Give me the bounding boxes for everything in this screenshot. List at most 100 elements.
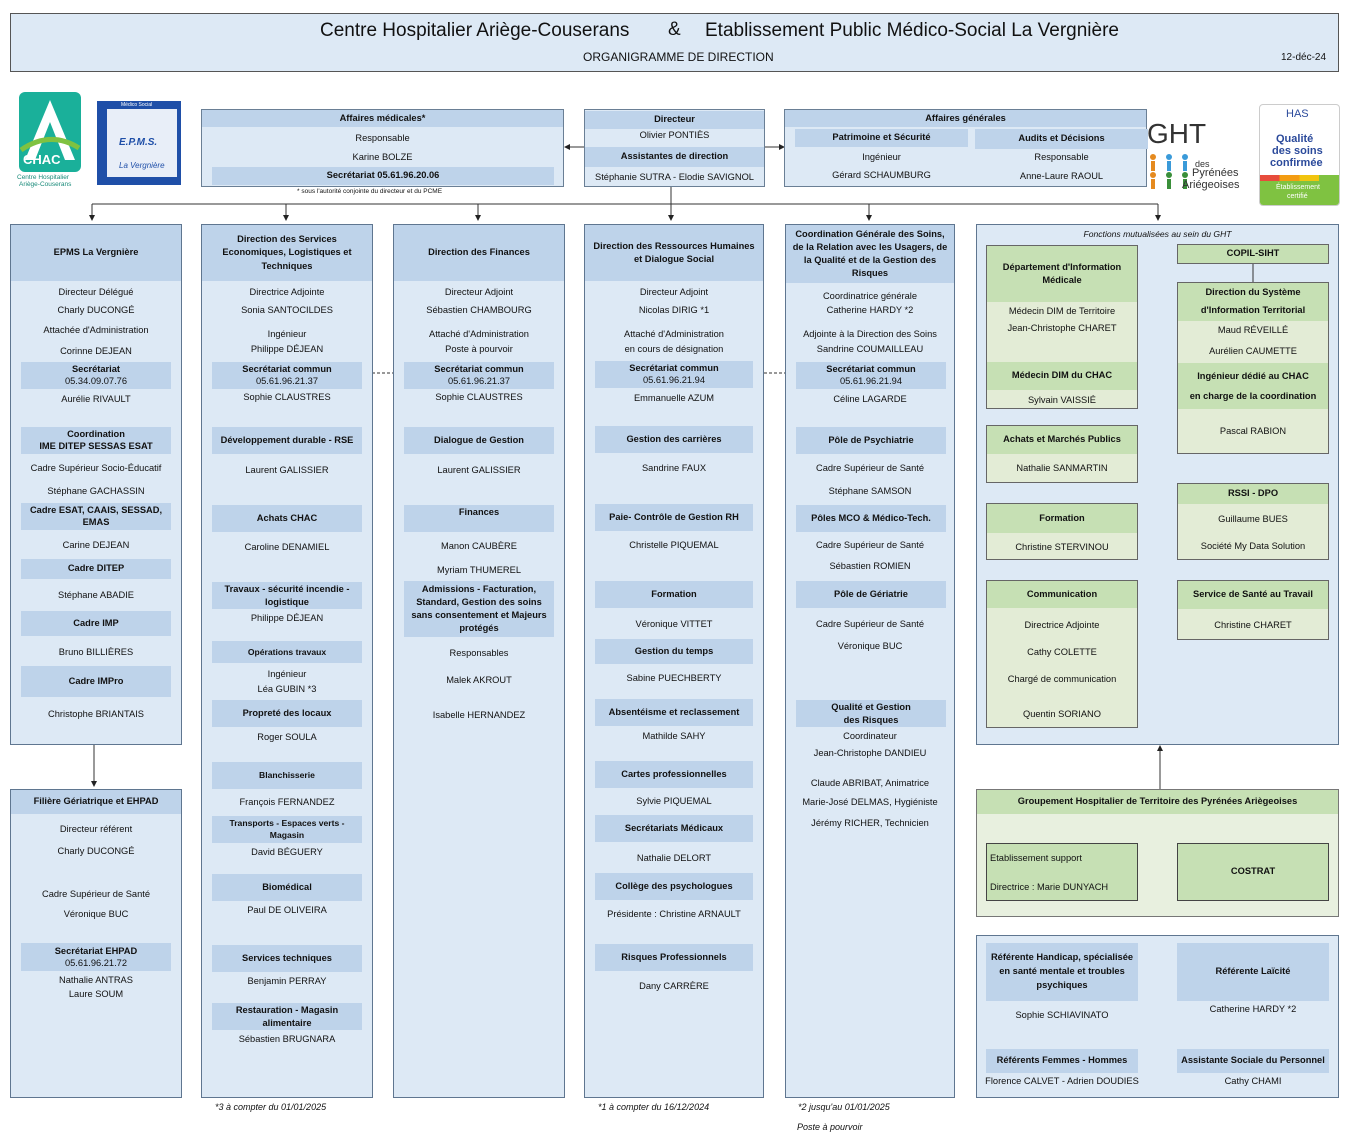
rssi-name-2: Société My Data Solution bbox=[1200, 541, 1306, 551]
drh-name-3: Emmanuelle AZUM bbox=[633, 393, 715, 403]
filiere-name-2: Véronique BUC bbox=[63, 909, 129, 919]
referents-panel: Référente Handicap, spécialisée en santé… bbox=[976, 935, 1339, 1098]
filiere-title: Filière Gériatrique et EHPAD bbox=[11, 790, 181, 814]
epms-secretariat-phone: 05.34.09.07.76 bbox=[64, 375, 128, 386]
soins-name-9: Marie-José DELMAS, Hygiéniste bbox=[802, 797, 938, 807]
page-subtitle: ORGANIGRAMME DE DIRECTION bbox=[583, 50, 774, 64]
soins-column: Coordination Générale des Soins, de la R… bbox=[785, 224, 955, 1098]
footnote-4: Poste à pourvoir bbox=[797, 1122, 863, 1132]
dselt-name-4: Laurent GALISSIER bbox=[245, 465, 329, 475]
chac-logo-text: CHAC bbox=[23, 152, 61, 167]
filiere-name-4: Laure SOUM bbox=[68, 989, 124, 999]
soins-secretariat-title: Secrétariat commun bbox=[826, 363, 916, 374]
drh-risques: Risques Professionnels bbox=[595, 944, 753, 971]
communication-role-2: Chargé de communication bbox=[1007, 674, 1117, 684]
dselt-name-6: Philippe DÉJEAN bbox=[250, 613, 324, 623]
referents-femmes-hommes-name: Florence CALVET - Adrien DOUDIES bbox=[985, 1076, 1139, 1086]
dim-role-1: Médecin DIM de Territoire bbox=[1008, 306, 1116, 316]
dselt-name-2: Philippe DÉJEAN bbox=[250, 344, 324, 354]
soins-qualite-sub: des Risques bbox=[843, 714, 899, 725]
dim-box: Département d'Information Médicale Médec… bbox=[986, 245, 1138, 409]
epms-role-2: Attachée d'Administration bbox=[43, 325, 149, 335]
affaires-generales-title: Affaires générales bbox=[785, 110, 1146, 127]
referent-handicap-name: Sophie SCHIAVINATO bbox=[1015, 1010, 1109, 1020]
dim-name-1: Jean-Christophe CHARET bbox=[1007, 323, 1117, 333]
drh-carrieres: Gestion des carrières bbox=[595, 426, 753, 453]
ght-logo-sub3: Ariégeoises bbox=[1182, 179, 1240, 191]
filiere-name-1: Charly DUCONGÉ bbox=[57, 846, 135, 856]
dselt-name-13: Sébastien BRUGNARA bbox=[238, 1034, 336, 1044]
communication-role-1: Directrice Adjointe bbox=[1024, 620, 1100, 630]
soins-name-4: Stéphane SAMSON bbox=[828, 486, 912, 496]
filiere-name-3: Nathalie ANTRAS bbox=[59, 975, 133, 985]
chac-logo-icon bbox=[19, 92, 81, 172]
epms-role-3: Cadre Supérieur Socio-Éducatif bbox=[30, 463, 162, 473]
referent-handicap-title: Référente Handicap, spécialisée en santé… bbox=[986, 943, 1138, 1001]
dselt-name-7: Léa GUBIN *3 bbox=[257, 684, 317, 694]
patrimoine-name: Gérard SCHAUMBURG bbox=[832, 170, 931, 180]
directeur-name: Olivier PONTIÈS bbox=[639, 130, 710, 140]
soins-role-3: Cadre Supérieur de Santé bbox=[815, 463, 925, 473]
affaires-medicales-secretariat: Secrétariat 05.61.96.20.06 bbox=[212, 167, 554, 185]
soins-role-6: Coordinateur bbox=[843, 731, 897, 741]
dselt-proprete: Propreté des locaux bbox=[212, 700, 362, 727]
affaires-generales-box: Affaires générales Patrimoine et Sécurit… bbox=[784, 109, 1148, 187]
finances-secretariat-title: Secrétariat commun bbox=[434, 363, 524, 374]
dselt-role-1: Directrice Adjointe bbox=[249, 287, 325, 297]
drh-paie: Paie- Contrôle de Gestion RH bbox=[595, 504, 753, 531]
drh-secretariats-medicaux: Secrétariats Médicaux bbox=[595, 815, 753, 842]
soins-role-4: Cadre Supérieur de Santé bbox=[815, 540, 925, 550]
rssi-title: RSSI - DPO bbox=[1178, 484, 1328, 504]
filiere-role-2: Cadre Supérieur de Santé bbox=[41, 889, 151, 899]
affaires-medicales-title: Affaires médicales* bbox=[202, 110, 563, 127]
achats-ght-title: Achats et Marchés Publics bbox=[987, 426, 1137, 454]
communication-name-2: Quentin SORIANO bbox=[1022, 709, 1102, 719]
epms-name-6: Stéphane ABADIE bbox=[58, 590, 134, 600]
drh-formation: Formation bbox=[595, 581, 753, 608]
drh-name-1: Nicolas DIRIG *1 bbox=[638, 305, 710, 315]
etablissement-support-box: Etablissement support Directrice : Marie… bbox=[986, 843, 1138, 901]
ght-logo-sub1: des bbox=[1195, 159, 1210, 169]
dim-chac-title: Médecin DIM du CHAC bbox=[987, 362, 1137, 390]
epms-coordination-title: Coordination bbox=[67, 428, 125, 439]
copil-title: COPIL-SIHT bbox=[1178, 245, 1328, 263]
rssi-name-1: Guillaume BUES bbox=[1218, 514, 1288, 524]
epms-column: EPMS La Vergnière Directeur Délégué Char… bbox=[10, 224, 182, 745]
dselt-column: Direction des Services Economiques, Logi… bbox=[201, 224, 373, 1098]
page-date: 12-déc-24 bbox=[1281, 52, 1327, 63]
finances-name-2: Poste à pourvoir bbox=[445, 344, 513, 354]
communication-name-1: Cathy COLETTE bbox=[1027, 647, 1097, 657]
epms-cadre-imp: Cadre IMP bbox=[21, 611, 171, 636]
soins-psychiatrie: Pôle de Psychiatrie bbox=[796, 427, 946, 454]
soins-name-5: Sébastien ROMIEN bbox=[829, 561, 911, 571]
filiere-role-1: Directeur référent bbox=[59, 824, 133, 834]
drh-name-11: Présidente : Christine ARNAULT bbox=[607, 909, 741, 919]
rssi-box: RSSI - DPO Guillaume BUES Société My Dat… bbox=[1177, 483, 1329, 560]
dselt-secretariat-phone: 05.61.96.21.37 bbox=[255, 375, 319, 386]
filiere-column: Filière Gériatrique et EHPAD Directeur r… bbox=[10, 789, 182, 1098]
drh-temps: Gestion du temps bbox=[595, 639, 753, 664]
epms-logo-script: La Vergnière bbox=[119, 161, 165, 170]
drh-name-7: Sabine PUECHBERTY bbox=[626, 673, 722, 683]
dselt-name-10: David BÉGUERY bbox=[251, 847, 323, 857]
costrat-title: COSTRAT bbox=[1230, 866, 1276, 877]
drh-absenteisme: Absentéisme et reclassement bbox=[595, 699, 753, 726]
finances-dialogue: Dialogue de Gestion bbox=[404, 427, 554, 454]
has-logo-q3: confirmée bbox=[1270, 157, 1323, 169]
referent-laicite-title: Référente Laïcité bbox=[1177, 943, 1329, 1001]
filiere-secretariat: Secrétariat EHPAD 05.61.96.21.72 bbox=[21, 943, 171, 971]
epms-name-4: Stéphane GACHASSIN bbox=[47, 486, 145, 496]
has-logo-q2: des soins bbox=[1272, 145, 1323, 157]
soins-name-6: Véronique BUC bbox=[837, 641, 903, 651]
finances-admissions: Admissions - Facturation, Standard, Gest… bbox=[404, 581, 554, 637]
footnote-1: *1 à compter du 16/12/2024 bbox=[598, 1102, 710, 1112]
epms-name-1: Charly DUCONGÉ bbox=[57, 305, 135, 315]
dsi-title: Direction du Système d'Information Terri… bbox=[1178, 283, 1328, 321]
dselt-name-12: Benjamin PERRAY bbox=[247, 976, 327, 986]
dsi-box: Direction du Système d'Information Terri… bbox=[1177, 282, 1329, 454]
affaires-medicales-note: * sous l'autorité conjointe du directeur… bbox=[297, 188, 443, 195]
soins-role-2: Adjointe à la Direction des Soins bbox=[803, 329, 937, 339]
header-left: Centre Hospitalier Ariège-Couserans bbox=[320, 20, 630, 41]
ght-people-icon bbox=[1150, 154, 1188, 189]
drh-name-9: Sylvie PIQUEMAL bbox=[636, 796, 712, 806]
